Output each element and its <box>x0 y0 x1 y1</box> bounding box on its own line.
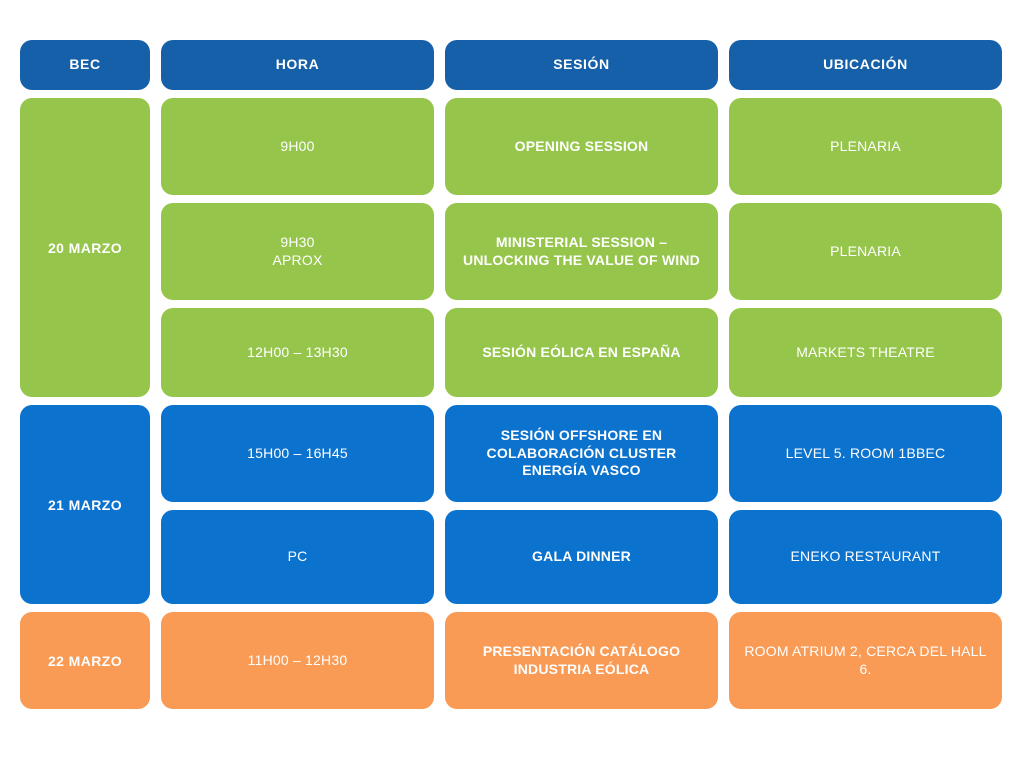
schedule-table: BEC HORA SESIÓN UBICACIÓN 20 MARZO 9H00 … <box>20 40 1004 709</box>
date-cell-20-marzo: 20 MARZO <box>20 98 150 397</box>
column-header-hora: HORA <box>161 40 434 90</box>
cell-time: 12H00 – 13H30 <box>161 308 434 397</box>
date-cell-21-marzo: 21 MARZO <box>20 405 150 604</box>
table-row: 9H00 OPENING SESSION PLENARIA <box>161 98 1004 195</box>
day-block-20-marzo: 20 MARZO 9H00 OPENING SESSION PLENARIA 9… <box>20 98 1004 397</box>
table-row: 12H00 – 13H30 SESIÓN EÓLICA EN ESPAÑA MA… <box>161 308 1004 397</box>
cell-session: SESIÓN EÓLICA EN ESPAÑA <box>445 308 718 397</box>
cell-location: MARKETS THEATRE <box>729 308 1002 397</box>
day-block-21-marzo: 21 MARZO 15H00 – 16H45 SESIÓN OFFSHORE E… <box>20 405 1004 604</box>
cell-session: MINISTERIAL SESSION – UNLOCKING THE VALU… <box>445 203 718 300</box>
table-row: 9H30 APROX MINISTERIAL SESSION – UNLOCKI… <box>161 203 1004 300</box>
cell-location: PLENARIA <box>729 98 1002 195</box>
table-header-row: BEC HORA SESIÓN UBICACIÓN <box>20 40 1004 90</box>
cell-session: SESIÓN OFFSHORE EN COLABORACIÓN CLUSTER … <box>445 405 718 502</box>
table-row: 15H00 – 16H45 SESIÓN OFFSHORE EN COLABOR… <box>161 405 1004 502</box>
cell-session: PRESENTACIÓN CATÁLOGO INDUSTRIA EÓLICA <box>445 612 718 709</box>
column-header-ubicacion: UBICACIÓN <box>729 40 1002 90</box>
cell-time: 9H30 APROX <box>161 203 434 300</box>
cell-location: ROOM ATRIUM 2, CERCA DEL HALL 6. <box>729 612 1002 709</box>
day-block-22-marzo: 22 MARZO 11H00 – 12H30 PRESENTACIÓN CATÁ… <box>20 612 1004 709</box>
cell-location: ENEKO RESTAURANT <box>729 510 1002 604</box>
table-row: PC GALA DINNER ENEKO RESTAURANT <box>161 510 1004 604</box>
column-header-sesion: SESIÓN <box>445 40 718 90</box>
table-row: 11H00 – 12H30 PRESENTACIÓN CATÁLOGO INDU… <box>161 612 1004 709</box>
cell-time: PC <box>161 510 434 604</box>
cell-time: 11H00 – 12H30 <box>161 612 434 709</box>
date-cell-22-marzo: 22 MARZO <box>20 612 150 709</box>
cell-time: 9H00 <box>161 98 434 195</box>
cell-time: 15H00 – 16H45 <box>161 405 434 502</box>
cell-session: GALA DINNER <box>445 510 718 604</box>
cell-location: LEVEL 5. ROOM 1BBEC <box>729 405 1002 502</box>
cell-location: PLENARIA <box>729 203 1002 300</box>
cell-session: OPENING SESSION <box>445 98 718 195</box>
column-header-bec: BEC <box>20 40 150 90</box>
